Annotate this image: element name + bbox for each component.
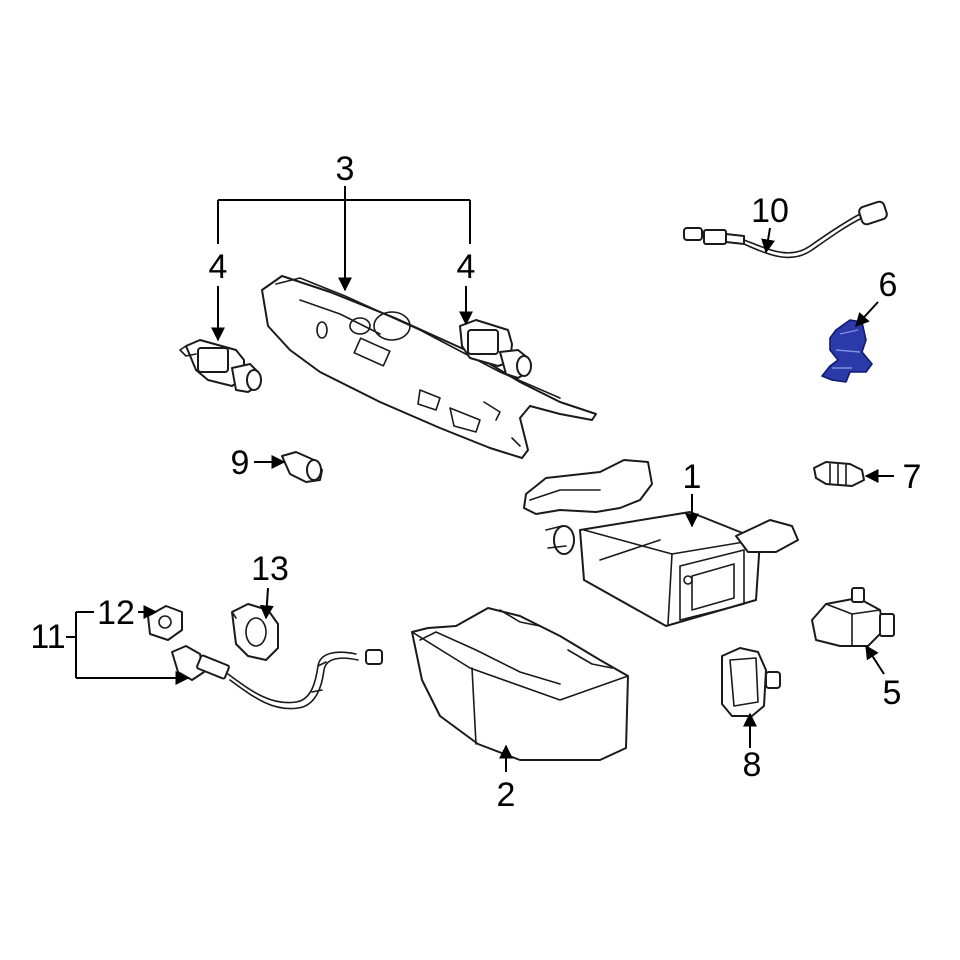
callout-13: 13 xyxy=(251,550,289,588)
part-8-sensor xyxy=(721,647,781,717)
part-3-bracket xyxy=(261,275,597,459)
callout-1: 1 xyxy=(683,458,702,496)
part-11-oxygen-sensor xyxy=(171,645,383,710)
callout-2: 2 xyxy=(497,776,516,814)
callout-5: 5 xyxy=(883,674,902,712)
part-1-canister xyxy=(523,459,799,627)
callout-6: 6 xyxy=(879,266,898,304)
callout-10: 10 xyxy=(751,192,789,230)
part-6-highlighted-valve xyxy=(821,319,873,383)
part-4-left-valve xyxy=(179,339,262,393)
part-2-cover xyxy=(411,607,629,761)
part-9-plug xyxy=(281,451,323,483)
part-13-clip xyxy=(231,603,279,661)
callout-8: 8 xyxy=(743,746,762,784)
callout-labels: 3 4 4 10 6 9 7 1 13 12 11 5 8 2 xyxy=(30,150,921,814)
callout-12: 12 xyxy=(97,594,135,632)
callout-4-right: 4 xyxy=(457,248,476,286)
part-4-right-valve xyxy=(459,319,532,379)
callout-9: 9 xyxy=(231,444,250,482)
callout-7: 7 xyxy=(903,458,922,496)
callout-11: 11 xyxy=(30,618,65,656)
callout-4-left: 4 xyxy=(209,248,228,286)
part-5-vsv xyxy=(811,587,895,647)
part-7-fitting xyxy=(813,461,865,487)
leader-lines xyxy=(66,186,894,772)
callout-3: 3 xyxy=(336,150,355,188)
